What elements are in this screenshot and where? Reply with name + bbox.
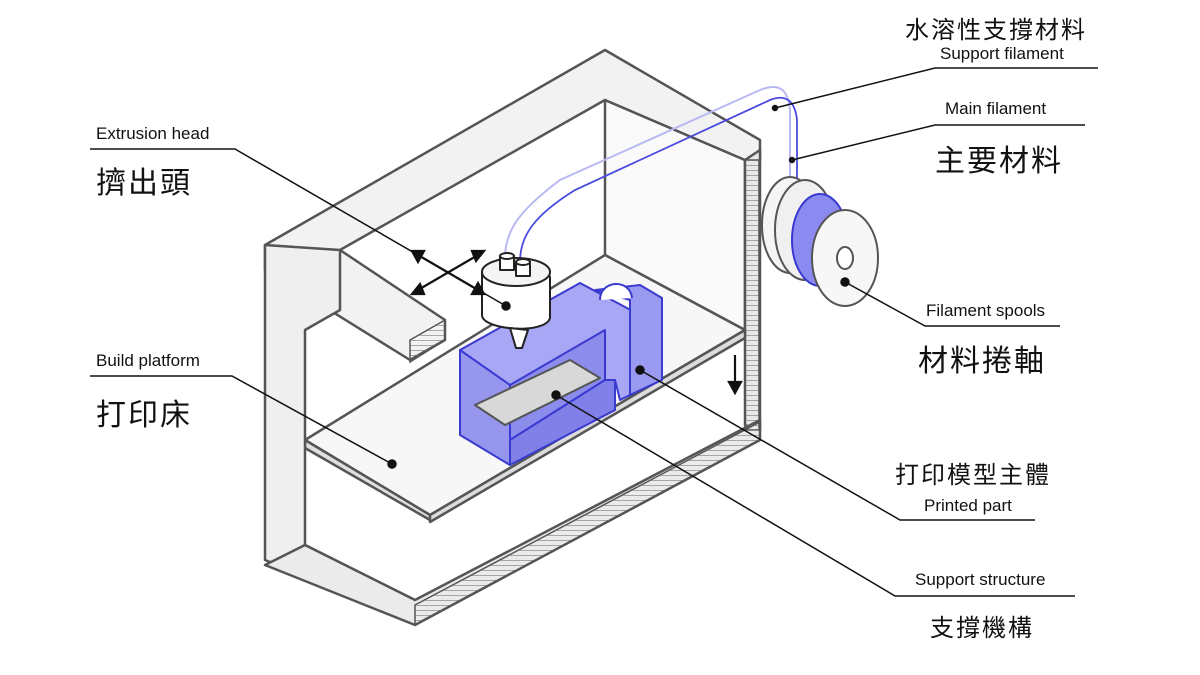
support-arch-opening — [599, 283, 633, 301]
filament-spools — [761, 176, 879, 307]
down-arrow — [727, 355, 743, 396]
leader-printed-part — [639, 369, 1035, 521]
build-platform-zh-label: 打印床 — [96, 398, 192, 433]
support-structure-en-label: Support structure — [915, 570, 1046, 589]
spool-hub — [836, 246, 854, 270]
top-frame — [263, 48, 762, 362]
printed-part-en-label: Printed part — [924, 496, 1012, 515]
xy-arrows — [409, 249, 487, 296]
leader-support-filament — [774, 67, 1098, 109]
hatch-top-right — [744, 159, 760, 431]
support-arch — [594, 284, 663, 396]
hatch-top-left — [409, 318, 446, 364]
filament-spools-zh-label: 材料捲軸 — [918, 344, 1046, 379]
support-filament-en-label: Support filament — [940, 44, 1064, 63]
filament-spools-en-label: Filament spools — [926, 301, 1046, 320]
main-filament-zh-label: 主要材料 — [935, 144, 1063, 179]
leader-extrusion-head — [90, 148, 507, 307]
extrusion-head-zh-label: 擠出頭 — [96, 166, 192, 201]
build-platform-en-label: Build platform — [96, 351, 200, 370]
support-filament-path — [504, 85, 791, 260]
leader-support-structure — [555, 394, 1075, 597]
support-filament-zh-label: 水溶性支撐材料 — [905, 16, 1087, 44]
printed-part-zh-label: 打印模型主體 — [895, 461, 1051, 489]
nozzle-cap-1-top — [499, 252, 515, 260]
part-cavity — [474, 359, 601, 426]
leader-filament-spools — [844, 281, 1060, 327]
part-bottom-front — [509, 379, 616, 466]
support-structure-zh-label: 支撐機構 — [930, 614, 1034, 642]
leader-lines — [90, 67, 1098, 597]
extrusion-head — [481, 252, 551, 349]
leader-build-platform — [90, 375, 393, 465]
leader-main-filament — [791, 124, 1085, 161]
main-filament-path — [519, 96, 798, 270]
nozzle-cap-2-top — [515, 258, 531, 266]
extrusion-head-en-label: Extrusion head — [96, 124, 210, 143]
nozzle-tip — [509, 327, 529, 349]
main-filament-en-label: Main filament — [945, 99, 1047, 118]
